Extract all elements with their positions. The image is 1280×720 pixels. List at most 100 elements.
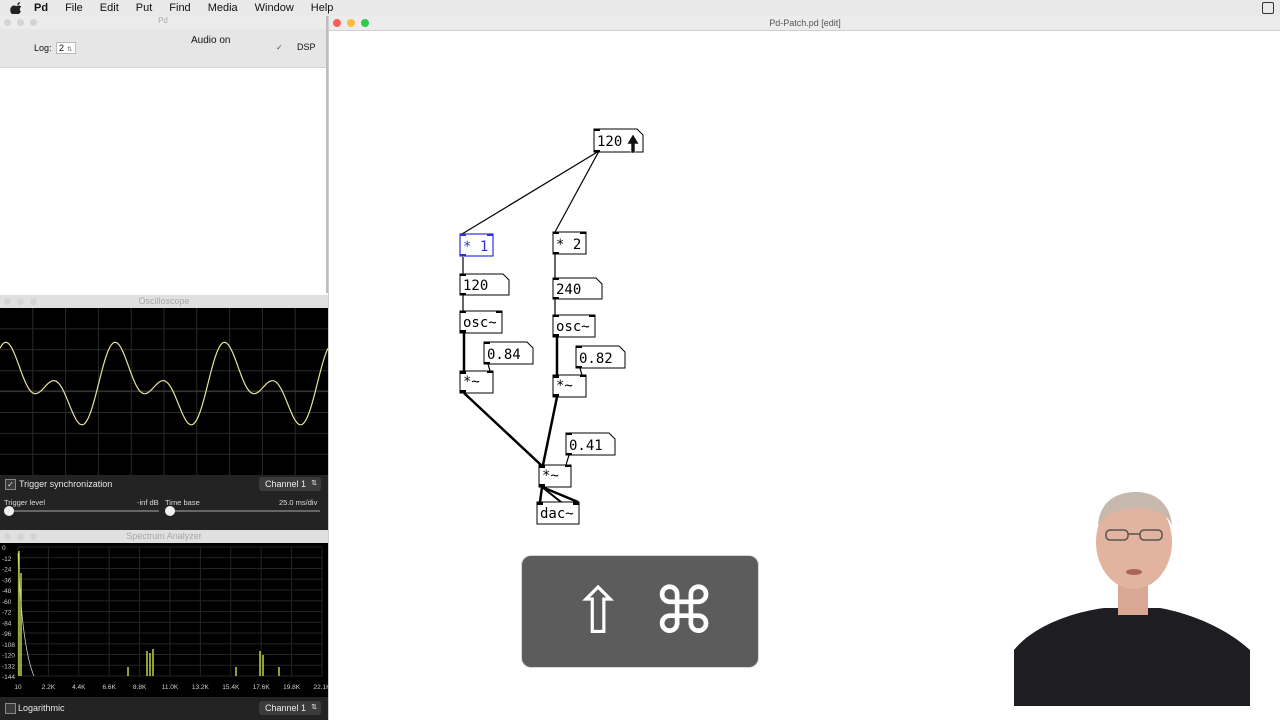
menu-app-pd[interactable]: Pd [34, 2, 49, 14]
y-tick-label: -24 [2, 567, 12, 574]
y-tick-label: -72 [2, 610, 12, 617]
minimize-button[interactable] [17, 298, 24, 305]
object-times-master[interactable]: *~ [538, 464, 572, 488]
y-tick-label: -96 [2, 631, 12, 638]
x-tick-label: 2.2K [42, 684, 56, 691]
pd-controls: Log: 2⇅ Audio on ✓ DSP [0, 29, 326, 68]
number-box-amp-left-value: 0.84 [487, 347, 521, 363]
oscilloscope-trace [0, 341, 328, 426]
signal-connection [463, 392, 542, 466]
menu-put[interactable]: Put [135, 2, 153, 14]
pd-window-titlebar: Pd [0, 16, 326, 29]
patch-canvas[interactable]: 120 * 1 * 2 120 [329, 16, 1280, 720]
shift-key-icon: ⇧ [571, 575, 625, 649]
timebase-slider[interactable] [165, 506, 175, 516]
audio-status: Audio on [191, 35, 231, 46]
log-level-stepper[interactable]: 2⇅ [56, 42, 77, 54]
signal-connection [541, 396, 559, 466]
object-osc-right[interactable]: osc~ [552, 314, 596, 338]
trigger-level-label: Trigger level [4, 498, 45, 507]
number-box-right[interactable]: 240 [552, 277, 603, 300]
screen-mirror-icon[interactable] [1262, 2, 1274, 14]
dsp-checkbox[interactable]: ✓ [276, 43, 283, 52]
trigger-level-slider[interactable] [4, 506, 14, 516]
y-tick-label: -108 [2, 642, 15, 649]
minimize-button[interactable] [347, 19, 355, 27]
signal-connection [538, 486, 544, 503]
connection-line [565, 454, 570, 466]
spectrum-channel-select[interactable]: Channel 1⇅ [259, 701, 321, 715]
zoom-button[interactable] [30, 533, 37, 540]
oscilloscope-window: Oscilloscope ✓ Trigger synchronization C… [0, 295, 328, 530]
log-control: Log: 2⇅ [34, 42, 77, 54]
close-button[interactable] [333, 19, 341, 27]
number-box-amp-right[interactable]: 0.82 [575, 345, 626, 369]
menu-file[interactable]: File [65, 2, 83, 14]
menu-window[interactable]: Window [254, 2, 294, 14]
menu-find[interactable]: Find [169, 2, 191, 14]
y-tick-label: -144 [2, 674, 15, 681]
spectrum-analyzer-window: Spectrum Analyzer 0-12-24-36-48-60-72-84… [0, 530, 328, 720]
y-tick-label: -48 [2, 588, 12, 595]
pd-main-window: Pd Log: 2⇅ Audio on ✓ DSP [0, 16, 328, 293]
object-dac-text: dac~ [540, 506, 574, 522]
x-tick-label: 13.2K [192, 684, 210, 691]
minimize-button[interactable] [17, 19, 24, 26]
logarithmic-checkbox[interactable] [5, 703, 16, 714]
x-tick-label: 8.8K [133, 684, 147, 691]
object-osc-left[interactable]: osc~ [459, 310, 503, 334]
cursor-icon [626, 133, 640, 154]
oscilloscope-controls: ✓ Trigger synchronization Channel 1⇅ Tri… [0, 475, 328, 530]
window-controls [4, 19, 37, 26]
y-tick-label: -36 [2, 577, 12, 584]
trigger-sync-checkbox[interactable]: ✓ [5, 479, 16, 490]
y-tick-label: 0 [2, 545, 6, 552]
signal-connection [541, 485, 579, 504]
menubar: Pd File Edit Put Find Media Window Help [0, 0, 1280, 17]
patch-titlebar: Pd-Patch.pd [edit] [329, 16, 1280, 31]
menu-edit[interactable]: Edit [99, 2, 119, 14]
x-tick-label: 15.4K [222, 684, 240, 691]
object-dac[interactable]: dac~ [536, 501, 580, 525]
oscilloscope-display [0, 308, 328, 475]
pd-console [0, 68, 326, 280]
zoom-button[interactable] [361, 19, 369, 27]
x-tick-label: 6.6K [103, 684, 117, 691]
window-controls [4, 533, 37, 540]
x-tick-label: 17.6K [253, 684, 271, 691]
apple-icon[interactable] [10, 2, 24, 14]
oscilloscope-channel-value: Channel 1 [265, 479, 307, 489]
dsp-label: DSP [297, 42, 316, 52]
zoom-button[interactable] [30, 19, 37, 26]
object-mul-2[interactable]: * 2 [552, 231, 587, 255]
close-button[interactable] [4, 19, 11, 26]
minimize-button[interactable] [17, 533, 24, 540]
y-tick-label: -12 [2, 556, 12, 563]
spectrum-title: Spectrum Analyzer [126, 531, 202, 541]
connection-line [554, 150, 600, 233]
object-times-left[interactable]: *~ [459, 370, 494, 394]
window-controls [333, 19, 369, 27]
command-key-icon: ⌘ [652, 575, 716, 649]
menu-help[interactable]: Help [310, 2, 334, 14]
object-times-right-text: *~ [556, 378, 573, 394]
object-osc-right-text: osc~ [556, 319, 590, 335]
select-arrows-icon: ⇅ [311, 480, 317, 487]
close-button[interactable] [4, 298, 11, 305]
spectrum-controls: Logarithmic Channel 1⇅ [0, 697, 328, 720]
object-times-master-text: *~ [542, 468, 559, 484]
y-tick-label: -84 [2, 620, 12, 627]
oscilloscope-channel-select[interactable]: Channel 1 ⇅ [259, 477, 321, 491]
number-box-master-amp[interactable]: 0.41 [565, 432, 616, 456]
presenter-webcam [1014, 480, 1250, 706]
zoom-button[interactable] [30, 298, 37, 305]
number-box-left[interactable]: 120 [459, 273, 510, 296]
oscilloscope-title: Oscilloscope [138, 296, 190, 306]
object-mul-1[interactable]: * 1 [459, 233, 494, 257]
close-button[interactable] [4, 533, 11, 540]
log-label: Log: [34, 43, 52, 53]
x-tick-label: 22.1K [314, 684, 329, 691]
menu-media[interactable]: Media [207, 2, 238, 14]
number-box-amp-left[interactable]: 0.84 [483, 341, 534, 365]
object-times-right[interactable]: *~ [552, 374, 587, 398]
